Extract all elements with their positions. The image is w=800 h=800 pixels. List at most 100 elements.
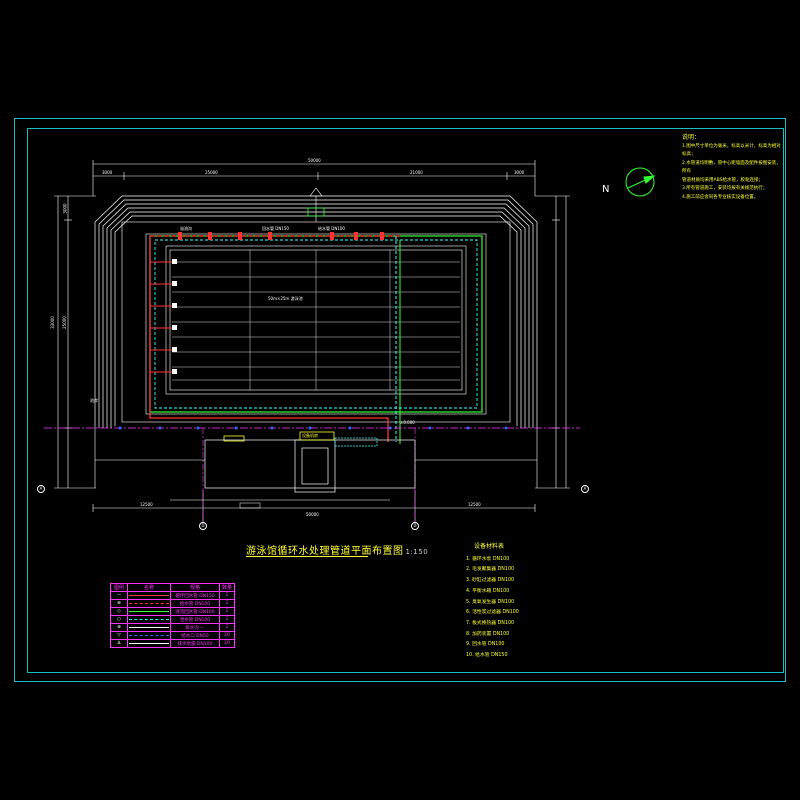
legend-line-swatch — [129, 595, 169, 596]
equipment-list: 设备材料表 1. 循环水泵 DN100 2. 毛发聚集器 DN100 3. 砂缸… — [466, 542, 586, 662]
dim-left-seg2: 25000 — [61, 316, 67, 329]
legend-name: 排水地漏 DN100 — [170, 639, 220, 648]
bottom-detail-lines — [170, 499, 390, 509]
dim-bottom-seg2: 12500 — [468, 502, 481, 507]
notes-line: 1.图中尺寸单位为毫米，标高以米计，标高为相对标高； — [682, 143, 781, 158]
entrance-cyan-marker — [307, 207, 325, 217]
supply-pipe-label: 给水管 DN100 — [318, 226, 345, 231]
legend-qty: 1 — [218, 591, 236, 600]
outer-drawing-border — [14, 118, 786, 682]
legend-symbol: ▽ — [110, 631, 128, 640]
equipment-item: 4. 平衡水箱 DN100 — [466, 588, 510, 594]
legend-header-cell: 名称 — [127, 583, 171, 592]
top-dimension-lines — [92, 160, 536, 196]
equipment-item: 2. 毛发聚集器 DN100 — [466, 567, 515, 573]
legend-line-swatch — [129, 635, 169, 636]
title-underline — [246, 556, 368, 557]
equipment-item: 3. 砂缸过滤器 DN100 — [466, 578, 515, 584]
legend-header-row: 图例 名称 规格 数量 — [110, 583, 236, 592]
legend-line-swatch — [129, 603, 169, 604]
equipment-block-yellow — [223, 435, 245, 442]
equipment-room — [204, 439, 416, 493]
notes-line: 3.所有管道施工，安装均按有关规范执行； — [682, 186, 768, 191]
supply-inlet-branches — [150, 261, 172, 373]
axis-bubble-bottom-right: ⑤ — [411, 522, 419, 530]
legend-qty: 20 — [218, 639, 236, 648]
dim-bottom-overall: 50000 — [306, 512, 319, 517]
legend-name: 给水口 DN50 — [170, 631, 220, 640]
legend-header-cell: 数量 — [218, 583, 236, 592]
legend-line-swatch — [129, 627, 169, 628]
equipment-room-label: 设备机房 — [302, 433, 318, 438]
return-pipe-line — [149, 236, 389, 442]
equipment-item: 7. 板式换热器 DN100 — [466, 620, 515, 626]
return-pipe-label: 回水管 DN150 — [262, 226, 289, 231]
dim-top-seg2: 25000 — [205, 170, 218, 175]
top-valve-markers — [178, 232, 384, 240]
axis-bubble-left: A — [37, 485, 45, 493]
drawing-title-text: 游泳馆循环水处理管道平面布置图 — [246, 546, 404, 557]
legend-qty: 20 — [218, 631, 236, 640]
legend-line-cell — [127, 607, 171, 616]
legend-symbol: — — [110, 591, 128, 600]
inner-drawing-border — [27, 128, 784, 673]
equipment-item: 8. 加药装置 DN100 — [466, 631, 510, 637]
legend-name: 给水管 DN100 — [170, 599, 220, 608]
legend-symbol: ◇ — [110, 607, 128, 616]
legend-row: ⊗排水沟 —1 — [110, 623, 236, 632]
legend-name: 溢流回水管 DN100 — [170, 607, 220, 616]
left-dimension-lines — [54, 195, 96, 489]
equipment-item: 6. 活性炭过滤器 DN100 — [466, 610, 519, 616]
notes-line: 4.施工前应会同各专业核实设备位置。 — [682, 194, 759, 200]
axis-bubble-right: A — [581, 485, 589, 493]
legend-symbol: ⊗ — [110, 623, 128, 632]
bottom-dimension-lines — [92, 490, 536, 524]
legend-line-swatch — [129, 611, 169, 612]
overflow-label: 溢流沟 — [180, 226, 192, 231]
dim-top-seg3: 21000 — [410, 170, 423, 175]
level-label: ±0.000 — [400, 420, 415, 425]
notes-block: 说明： 1.图中尺寸单位为毫米，标高以米计，标高为相对标高； 2.水管道均明敷，… — [682, 134, 782, 202]
north-arrow-icon — [625, 167, 656, 197]
north-label: N — [602, 184, 609, 195]
legend-name: 循环回水管 DN150 — [170, 591, 220, 600]
legend-qty: 1 — [218, 599, 236, 608]
legend-name: 泄水管 DN100 — [170, 615, 220, 624]
legend-qty: 1 — [218, 615, 236, 624]
dim-top-overall: 50000 — [308, 158, 321, 163]
legend-line-cell — [127, 631, 171, 640]
equipment-list-heading: 设备材料表 — [474, 543, 505, 550]
legend-qty: 1 — [218, 607, 236, 616]
ground-hatch — [94, 428, 538, 488]
dim-left-seg1: 3000 — [62, 203, 68, 214]
equipment-item: 1. 循环水泵 DN100 — [466, 556, 510, 562]
dim-top-seg1: 3000 — [102, 170, 113, 175]
deck-label: 池岸 — [90, 398, 98, 403]
equipment-block-label — [299, 431, 335, 441]
legend-header-cell: 规格 — [170, 583, 220, 592]
dim-bottom-seg1: 12500 — [140, 502, 153, 507]
drawing-scale: 1:150 — [405, 548, 429, 556]
dim-top-seg4: 3000 — [514, 170, 525, 175]
legend-symbol: ⊕ — [110, 599, 128, 608]
legend-header-cell: 图例 — [110, 583, 128, 592]
dim-left-overall: 33000 — [49, 316, 55, 329]
legend-qty: 1 — [218, 623, 236, 632]
notes-line: 管道材质均采用ABS给水管，胶粘连接； — [682, 177, 763, 183]
legend-line-swatch — [129, 643, 169, 644]
legend-symbol: ∆ — [110, 639, 128, 648]
entrance-marker — [309, 187, 323, 222]
legend-line-cell — [127, 591, 171, 600]
legend-line-swatch — [129, 619, 169, 620]
axis-line-markers — [118, 426, 508, 430]
